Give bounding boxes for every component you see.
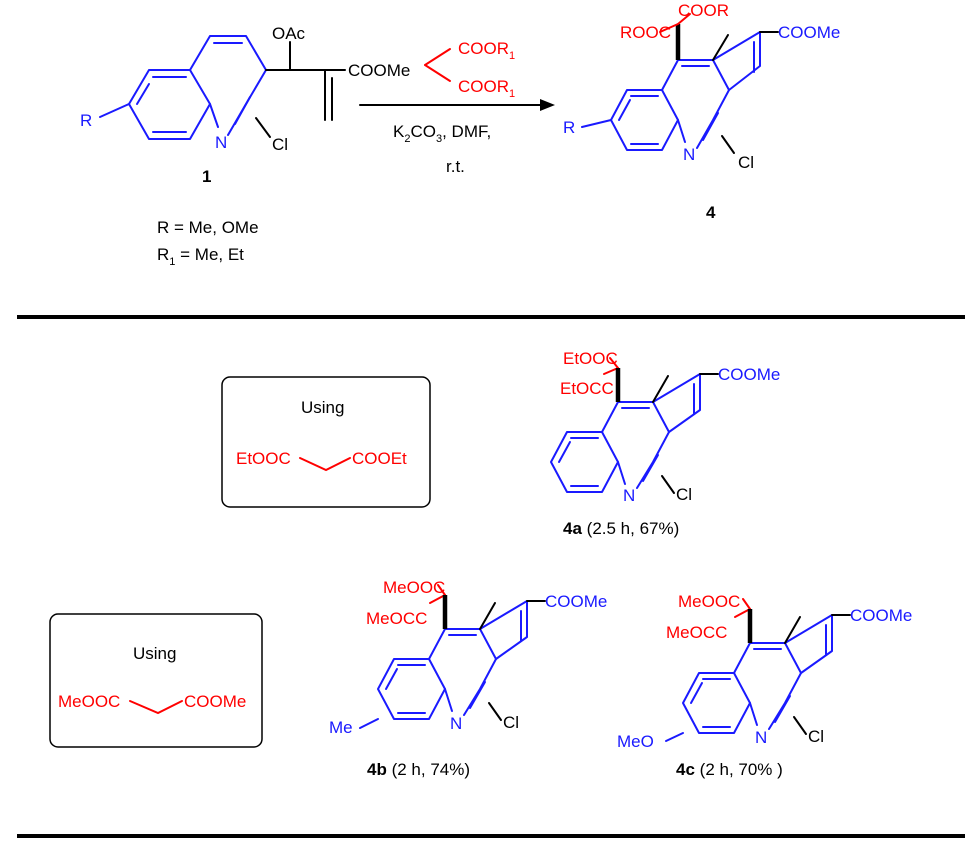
product-4-structure [610,31,761,151]
product-r-label: R [563,118,575,137]
r1-definition: R1 = Me, Et [157,245,244,268]
reaction-arrow [359,99,555,111]
product-4c-ester-left: MeOCC [666,623,727,642]
reagent-malonate-bond [129,700,183,715]
product-ester-right: COOMe [778,23,840,42]
reactant-1-structure [99,35,346,140]
reagent-left-ester: MeOOC [58,692,120,711]
product-4b-substituent: Me [329,718,353,737]
reagent-malonate-bond [299,457,351,472]
malonate-top-ester: COOR1 [458,39,515,62]
reactant-ester-label: COOMe [348,61,410,80]
reactant-r-label: R [80,111,92,130]
reagent-box-dimethyl-malonate [49,613,263,748]
product-4c-structure [665,598,851,742]
product-4a-ester-left: EtOCC [560,379,614,398]
product-ester-top: COOR [678,1,729,20]
reagent-right-ester: COOEt [352,449,407,468]
product-4b-cl-label: Cl [503,713,519,732]
reagent-right-ester: COOMe [184,692,246,711]
product-4b-ester-left: MeOCC [366,609,427,628]
product-4a-n-label: N [623,486,635,505]
product-4c-caption: 4c (2 h, 70% ) [676,760,783,779]
section-divider-bottom [17,834,965,838]
reactant-oac-label: OAc [272,24,306,43]
reagent-box-using-label: Using [133,644,176,663]
product-n-label: N [683,145,695,164]
section-divider-top [17,315,965,319]
product-4b-caption: 4b (2 h, 74%) [367,760,470,779]
malonate-structure [424,48,451,82]
reactant-compound-number: 1 [202,167,211,186]
reagent-left-ester: EtOOC [236,449,291,468]
product-ester-bond-top [677,13,691,25]
r-definition: R = Me, OMe [157,218,259,237]
product-4c-substituent: MeO [617,732,654,751]
product-4a-cl-label: Cl [676,485,692,504]
malonate-bottom-ester: COOR1 [458,77,515,100]
product-4c-ester-right: COOMe [850,606,912,625]
product-ester-bond-left [659,23,679,33]
product-4a-ester-top: EtOOC [563,349,618,368]
product-compound-number: 4 [706,203,716,222]
reactant-n-label: N [215,133,227,152]
reaction-reagents: K2CO3, DMF, [393,122,491,145]
product-4c-ester-top: MeOOC [678,592,740,611]
product-4b-ester-right: COOMe [545,592,607,611]
product-4a-ester-right: COOMe [718,365,780,384]
product-4a-caption: 4a (2.5 h, 67%) [563,519,679,538]
product-4b-ester-top: MeOOC [383,578,445,597]
reagent-box-using-label: Using [301,398,344,417]
product-4a-structure [550,357,719,494]
product-ester-left: ROOC [620,23,671,42]
product-cl-bond [721,135,735,154]
product-r-bond [581,119,612,128]
product-4b-n-label: N [450,714,462,733]
reactant-cl-label: Cl [272,135,288,154]
product-4b-structure [359,584,546,729]
reagent-box-diethyl-malonate [221,376,431,508]
product-4c-cl-label: Cl [808,727,824,746]
reaction-temperature: r.t. [446,157,465,176]
product-cl-label: Cl [738,153,754,172]
product-4c-n-label: N [755,728,767,747]
